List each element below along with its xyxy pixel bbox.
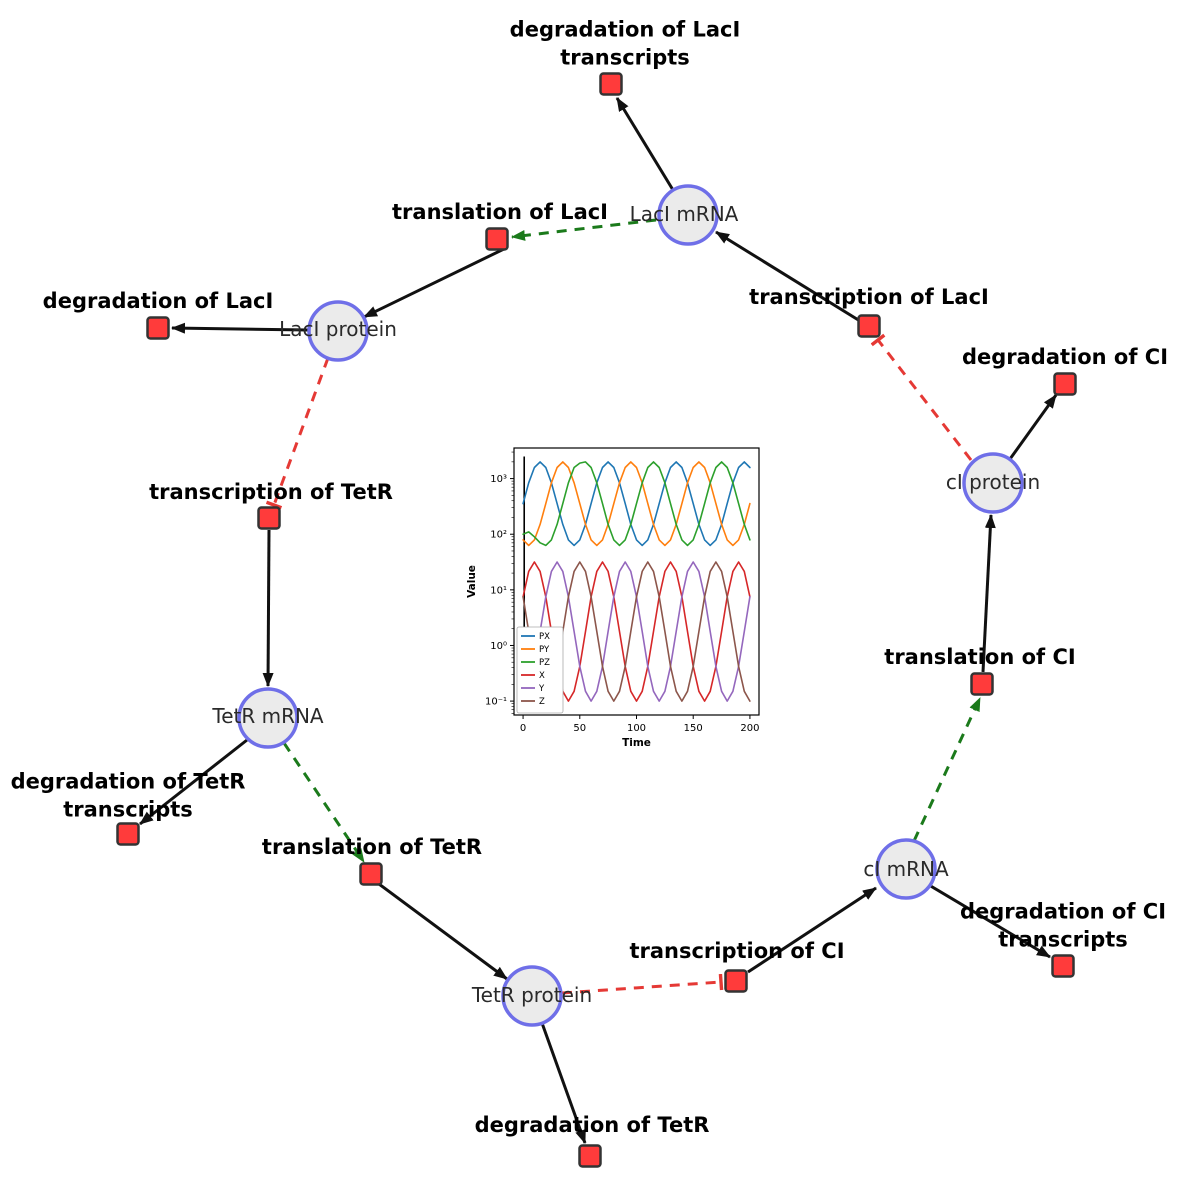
y-tick-label: 10²: [490, 530, 507, 541]
reaction-node-translation-tetr[interactable]: [359, 862, 383, 886]
reaction-node-transcription-laci[interactable]: [857, 314, 881, 338]
species-node-ci-protein[interactable]: [962, 452, 1024, 514]
y-tick-label: 10¹: [490, 585, 507, 596]
legend-label-Y: Y: [538, 684, 545, 694]
legend-label-Z: Z: [539, 697, 545, 707]
edge-modifier-laci-mrna-to-translation-laci: [511, 218, 657, 241]
edge-laci-protein-to-degradation: [171, 322, 309, 334]
species-node-tetr-mrna[interactable]: [237, 687, 299, 749]
reaction-node-degradation-tetr-transcripts[interactable]: [116, 822, 140, 846]
reaction-node-degradation-tetr[interactable]: [578, 1144, 602, 1168]
edge-modifier-ci-mrna-to-translation-ci: [912, 697, 982, 842]
edge-translation-laci-to-laci-protein: [363, 246, 507, 319]
edge-translation-ci-to-ci-protein: [981, 514, 996, 673]
edge-inhibition-tetr-protein-to-transcription-ci: [561, 973, 724, 995]
species-node-laci-protein[interactable]: [307, 300, 369, 362]
series-line-PX: [522, 461, 751, 547]
y-tick-label: 10⁰: [490, 641, 507, 652]
legend-label-PX: PX: [539, 632, 550, 642]
edge-ci-protein-to-degradation: [1008, 394, 1058, 460]
edge-transcription-laci-to-laci-mrna: [715, 230, 861, 323]
edge-inhibition-ci-protein-to-transcription-laci: [870, 333, 973, 461]
edge-transcription-ci-to-ci-mrna: [747, 886, 877, 974]
x-tick-label: 200: [740, 723, 759, 734]
x-tick-label: 50: [573, 723, 586, 734]
edge-laci-mrna-to-degradation-transcripts: [615, 97, 675, 191]
reaction-node-translation-laci[interactable]: [485, 227, 509, 251]
legend-label-PZ: PZ: [539, 658, 550, 668]
edge-inhibition-laci-protein-to-transcription-tetr: [265, 357, 330, 510]
x-axis-title: Time: [622, 737, 651, 749]
species-node-ci-mrna[interactable]: [875, 838, 937, 900]
legend-label-X: X: [539, 671, 545, 681]
reaction-node-transcription-tetr[interactable]: [257, 506, 281, 530]
series-line-PY: [522, 461, 751, 547]
y-tick-label: 10⁻¹: [485, 697, 507, 708]
edge-tetr-protein-to-degradation: [540, 1022, 587, 1144]
reaction-node-transcription-ci[interactable]: [724, 969, 748, 993]
x-tick-label: 150: [684, 723, 703, 734]
series-line-PZ: [522, 461, 751, 547]
reaction-node-degradation-ci[interactable]: [1053, 372, 1077, 396]
species-node-laci-mrna[interactable]: [657, 184, 719, 246]
x-tick-label: 100: [627, 723, 646, 734]
x-tick-label: 0: [520, 723, 526, 734]
edge-translation-tetr-to-tetr-protein: [378, 882, 508, 981]
edge-transcription-tetr-to-tetr-mrna: [262, 529, 274, 687]
edge-ci-mrna-to-degradation-transcripts: [928, 883, 1051, 959]
species-node-tetr-protein[interactable]: [501, 965, 563, 1027]
y-axis-title: Value: [466, 565, 478, 598]
legend-label-PY: PY: [539, 645, 550, 655]
edge-modifier-tetr-mrna-to-translation-tetr: [282, 742, 366, 863]
reaction-node-translation-ci[interactable]: [970, 672, 994, 696]
reaction-node-degradation-laci-transcripts[interactable]: [599, 72, 623, 96]
y-tick-label: 10³: [490, 474, 507, 485]
reaction-node-degradation-ci-transcripts[interactable]: [1051, 954, 1075, 978]
edge-tetr-mrna-to-degradation-transcripts: [139, 738, 248, 826]
reaction-node-degradation-laci[interactable]: [146, 316, 170, 340]
